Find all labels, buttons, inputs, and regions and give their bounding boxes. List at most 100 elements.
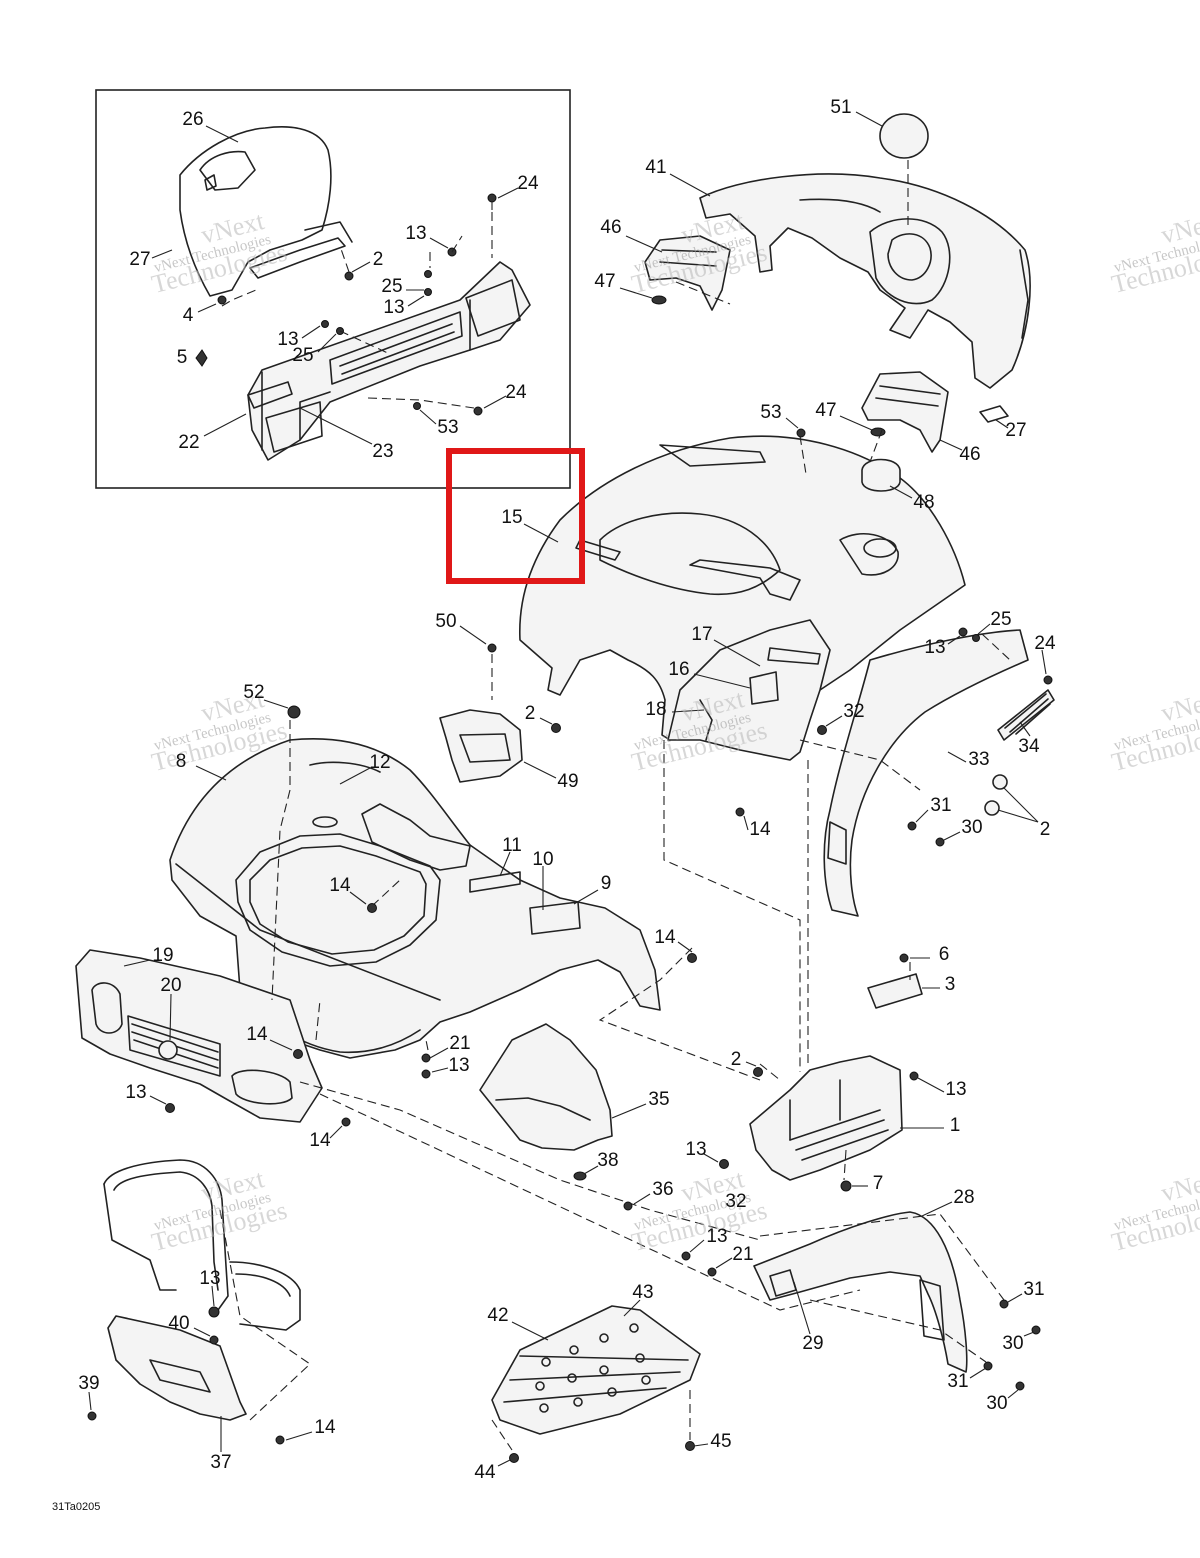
front-hood-8 [169,738,661,1059]
callout-27: 27 [129,249,150,270]
callout-24: 24 [505,382,527,403]
watermark: vNext vNext Technologies Technologies [629,1164,770,1257]
callout-14: 14 [314,1417,336,1438]
assembly-lines [219,160,1011,1451]
callout-8: 8 [176,751,187,772]
watermark: vNext vNext Technologies Technologies [149,206,290,299]
drawing-code: 31Ta0205 [52,1501,100,1513]
watermark: vNext vNext Technologies Technologies [1109,684,1200,777]
callout-22: 22 [178,432,199,453]
callout-23: 23 [372,441,393,462]
callout-13: 13 [924,637,945,658]
callout-36: 36 [652,1179,673,1200]
callout-35: 35 [648,1089,669,1110]
inset-parts [179,126,531,461]
callout-31: 31 [1023,1279,1044,1300]
callout-38: 38 [597,1150,618,1171]
callout-16: 16 [668,659,689,680]
callout-2: 2 [373,249,384,270]
callout-2: 2 [525,703,536,724]
brush-guard-37 [103,1159,301,1421]
callout-13: 13 [277,329,298,350]
rear-fender-28 [753,1211,968,1373]
callout-13: 13 [405,223,426,244]
callout-46: 46 [959,444,980,465]
callout-13: 13 [706,1226,727,1247]
callout-18: 18 [645,699,666,720]
callout-37: 37 [210,1452,231,1473]
callout-25: 25 [381,276,402,297]
callout-28: 28 [953,1187,974,1208]
callout-6: 6 [939,944,950,965]
callout-50: 50 [435,611,456,632]
callout-31: 31 [930,795,951,816]
footrest-1 [749,973,923,1181]
inset-frame [95,89,571,489]
callout-13: 13 [945,1079,966,1100]
rear-side-fender-33 [823,629,1055,917]
callout-13: 13 [685,1139,706,1160]
callout-25: 25 [990,609,1011,630]
callout-53: 53 [437,417,458,438]
callout-14: 14 [309,1130,331,1151]
callout-52: 52 [243,682,264,703]
callout-44: 44 [474,1462,496,1483]
callout-2: 2 [1040,819,1051,840]
highlight-box-part-15 [446,448,585,584]
callout-27: 27 [1005,420,1026,441]
callout-29: 29 [802,1333,823,1354]
callout-49: 49 [557,771,578,792]
callout-1: 1 [950,1115,961,1136]
callout-42: 42 [487,1305,508,1326]
callout-5: 5 [177,347,188,368]
callout-24: 24 [1034,633,1056,654]
callout-31: 31 [947,1371,968,1392]
callout-34: 34 [1018,736,1040,757]
callout-26: 26 [182,109,203,130]
callout-2: 2 [731,1049,742,1070]
callout-14: 14 [329,875,351,896]
watermark: vNext vNext Technologies Technologies [149,1164,290,1257]
callout-32: 32 [725,1191,746,1212]
callout-12: 12 [369,752,390,773]
callout-47: 47 [594,271,615,292]
callout-19: 19 [152,945,173,966]
main-hardware [87,428,1053,1463]
callout-13: 13 [448,1055,469,1076]
callout-45: 45 [710,1431,731,1452]
leader-lines [88,111,1047,1467]
callout-21: 21 [449,1033,470,1054]
callout-46: 46 [600,217,621,238]
callout-39: 39 [78,1373,99,1394]
callout-51: 51 [830,97,851,118]
callout-47: 47 [815,400,836,421]
bracket-49 [439,709,523,783]
callout-30: 30 [961,817,982,838]
callout-13: 13 [125,1082,146,1103]
callout-14: 14 [749,819,771,840]
callout-30: 30 [986,1393,1007,1414]
callout-41: 41 [645,157,666,178]
watermark: vNext vNext Technologies Technologies [1109,1164,1200,1257]
front-fender-15 [518,435,966,741]
callout-11: 11 [502,835,522,856]
callout-14: 14 [654,927,676,948]
callout-13: 13 [383,297,404,318]
callout-30: 30 [1002,1333,1023,1354]
callout-25: 25 [292,345,313,366]
callout-13: 13 [199,1268,220,1289]
callout-20: 20 [160,975,181,996]
callout-40: 40 [168,1313,189,1334]
callout-53: 53 [760,402,781,423]
callout-14: 14 [246,1024,268,1045]
callout-33: 33 [968,749,989,770]
callout-32: 32 [843,701,864,722]
callout-17: 17 [691,624,712,645]
splash-guard-35 [479,1023,613,1151]
skid-plate-42 [491,1305,701,1435]
front-bumper-19 [75,949,323,1123]
callout-48: 48 [913,492,934,513]
callout-10: 10 [532,849,553,870]
callout-21: 21 [732,1244,753,1265]
